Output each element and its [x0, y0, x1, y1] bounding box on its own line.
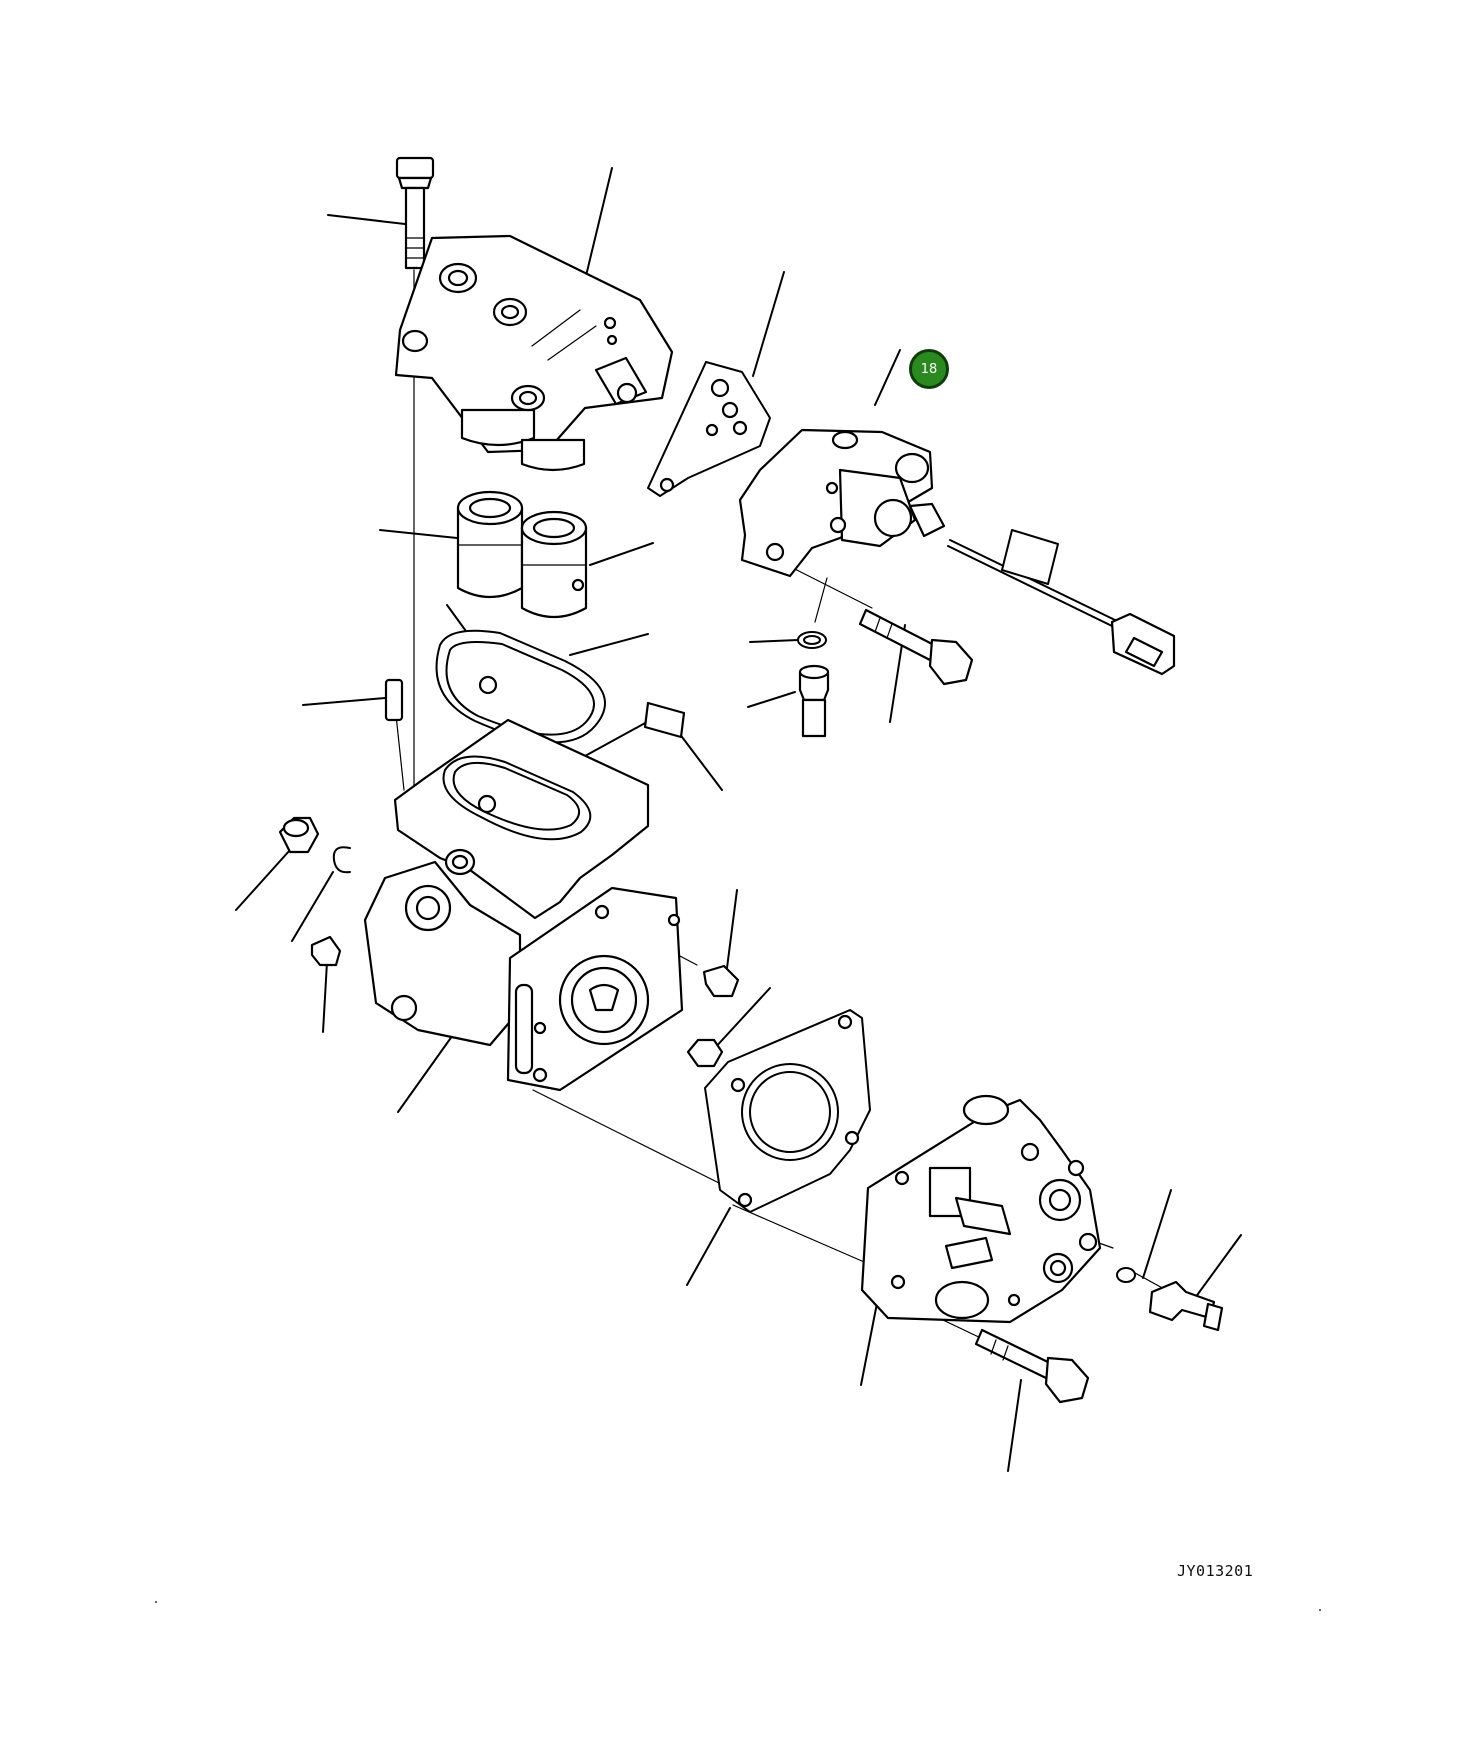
small-plate	[643, 701, 686, 739]
snap-ring	[332, 846, 351, 874]
gasket-plate-lower	[704, 1009, 871, 1213]
gasket-plate-upper	[647, 361, 771, 497]
tappet-pair	[456, 490, 588, 618]
pump-head-housing	[394, 234, 674, 472]
o-ring-lower	[1116, 1267, 1136, 1283]
union-fitting	[1148, 1280, 1224, 1332]
oval-gasket	[435, 629, 606, 744]
long-flange-bolt	[395, 156, 435, 270]
check-valve-fitting	[798, 664, 830, 738]
callout-badge-18[interactable]: 18	[909, 349, 949, 389]
dowel-pin	[384, 678, 404, 722]
feed-pump	[860, 1094, 1102, 1324]
flange-bolt-center	[858, 608, 974, 686]
leader-lines	[235, 167, 1242, 1472]
small-bolt-right	[702, 964, 740, 998]
scan-specks	[155, 1601, 1321, 1611]
figure-code: JY013201	[1177, 1562, 1254, 1580]
hex-nut-small	[686, 1038, 724, 1068]
flange-bolt-lower	[974, 1328, 1090, 1404]
small-bolt-left	[310, 935, 342, 967]
pump-body	[363, 718, 684, 1092]
sensor-bracket	[738, 428, 1176, 676]
hex-nut	[278, 816, 320, 854]
o-ring-center	[797, 631, 827, 649]
